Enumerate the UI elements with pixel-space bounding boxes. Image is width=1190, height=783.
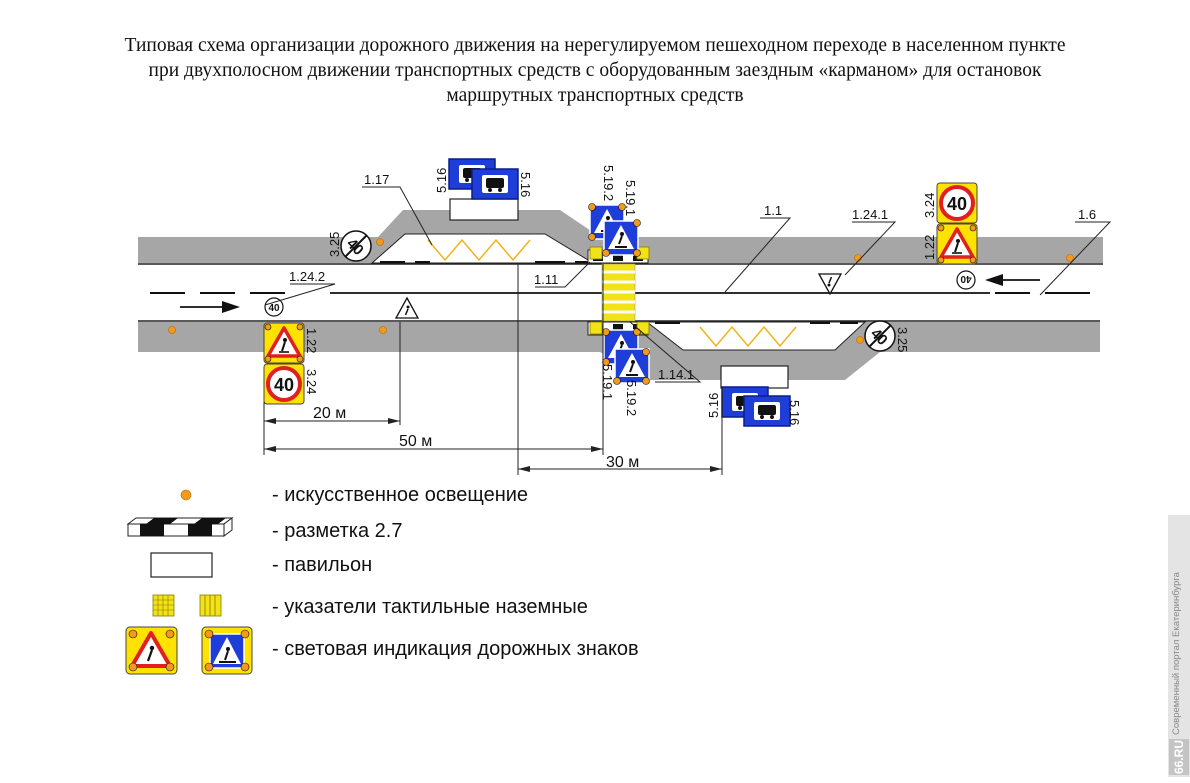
- title-line-2: при двухполосном движении транспортных с…: [148, 60, 1042, 81]
- pavilion-lower: [720, 365, 789, 389]
- label-1-11: 1.11: [534, 272, 558, 287]
- ped-crossing-sign-upper: [588, 203, 641, 257]
- road-pedestrian-marking-icon: [818, 273, 842, 295]
- watermark: Современный портал Екатеринбурга 66.RU: [1168, 515, 1190, 777]
- road-speed-marking-left: 40: [268, 303, 280, 314]
- pavilion-upper: [449, 198, 519, 221]
- street-lamps: [168, 238, 1074, 344]
- zebra-crossing: [601, 263, 636, 322]
- leader-lines: [264, 186, 1112, 383]
- label-5-19-2-lower: 5.19.2: [624, 380, 639, 416]
- label-1-24-2: 1.24.2: [289, 269, 325, 284]
- road-speed-marking: [956, 270, 976, 290]
- label-1-24-1: 1.24.1: [852, 207, 888, 222]
- label-1-1: 1.1: [764, 203, 782, 218]
- label-1-6: 1.6: [1078, 207, 1096, 222]
- zigzag-marking-lower: [699, 325, 797, 348]
- label-1-22-upper: 1.22: [922, 235, 937, 260]
- label-5-16-lower-b: 5.16: [787, 400, 802, 425]
- label-5-19-1-lower: 5.19.1: [600, 364, 615, 400]
- illuminated-crossing-sign-icon: [201, 626, 253, 675]
- pavilion-icon: [150, 552, 213, 578]
- label-5-16-upper-a: 5.16: [434, 168, 449, 193]
- label-3-24-lower: 3.24: [304, 369, 319, 394]
- road-speed-marking: [264, 297, 284, 317]
- legend-lighting: - искусственное освещение: [272, 484, 528, 506]
- watermark-text: Современный портал Екатеринбурга: [1171, 572, 1182, 735]
- title-line-1: Типовая схема организации дорожного движ…: [124, 35, 1066, 56]
- road-speed-marking-right: 40: [960, 273, 972, 284]
- speed-limit-value-left: 40: [274, 375, 294, 395]
- label-5-16-upper-b: 5.16: [518, 172, 533, 197]
- label-3-25-left: 3.25: [327, 232, 342, 257]
- dimension-30m: 30 м: [606, 454, 639, 471]
- label-1-14-1: 1.14.1: [658, 367, 694, 382]
- label-1-17: 1.17: [364, 172, 389, 187]
- upper-bus-pocket: [370, 233, 595, 264]
- title-line-3: маршрутных транспортных средств: [446, 85, 744, 106]
- label-1-22-lower: 1.22: [304, 328, 319, 353]
- label-5-16-lower-a: 5.16: [706, 393, 721, 418]
- legend-tactile: - указатели тактильные наземные: [272, 596, 588, 618]
- bus-stop-sign-icon: [471, 168, 519, 200]
- left-arrow: [985, 274, 1040, 286]
- label-5-19-2-upper: 5.19.2: [601, 165, 616, 201]
- illuminated-warning-sign-icon: [125, 626, 178, 675]
- upper-sidewalk: [138, 210, 1103, 263]
- bus-stop-sign-icon: [743, 395, 791, 427]
- legend-sign-lights: - световая индикация дорожных знаков: [272, 638, 639, 660]
- diagram-title: Типовая схема организации дорожного движ…: [20, 33, 1170, 108]
- legend: - искусственное освещение - разметка 2.7…: [125, 484, 639, 675]
- marking-2-7-icon: [126, 517, 234, 537]
- label-3-25-right: 3.25: [895, 327, 910, 352]
- speed-limit-value-right: 40: [947, 194, 967, 214]
- right-arrow: [180, 301, 240, 313]
- legend-marking: - разметка 2.7: [272, 520, 402, 542]
- label-5-19-1-upper: 5.19.1: [623, 180, 638, 216]
- site-logo: 66.RU: [1169, 739, 1189, 775]
- dimension-lines: [263, 263, 723, 475]
- legend-pavilion: - павильон: [272, 554, 372, 576]
- lamp-icon: [180, 489, 192, 501]
- label-3-24-upper: 3.24: [922, 193, 937, 218]
- zigzag-marking-upper: [427, 238, 531, 262]
- ped-crossing-sign-lower: [602, 328, 650, 385]
- road-pedestrian-marking-icon: [395, 297, 419, 319]
- tactile-tile-icon: [152, 594, 222, 617]
- dimension-50m: 50 м: [399, 433, 432, 450]
- pedestrian-crossing-sign-icon: [603, 220, 639, 256]
- dimension-20m: 20 м: [313, 405, 346, 422]
